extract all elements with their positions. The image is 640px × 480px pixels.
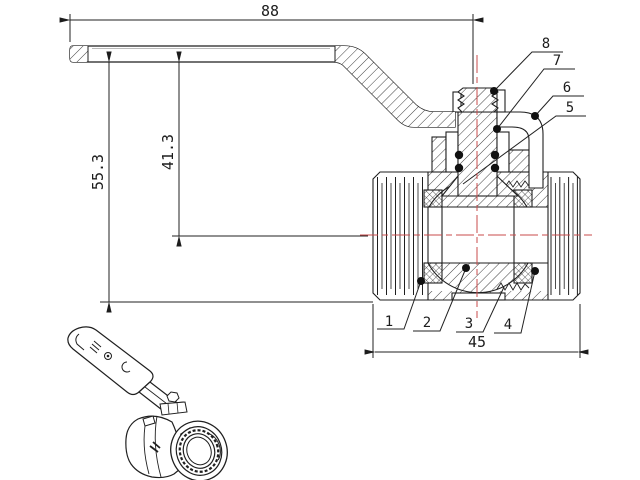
centerlines	[360, 55, 592, 318]
o-ring-dots	[454, 150, 500, 173]
handle-end-hatch	[70, 46, 88, 62]
dimension-handle-to-axis	[172, 51, 368, 247]
leader-2	[413, 267, 467, 332]
callout-dots	[417, 87, 539, 285]
bonnet-collar-left	[431, 136, 447, 173]
leader-4	[494, 270, 536, 334]
dot-4	[531, 267, 539, 275]
leader-3	[456, 286, 505, 333]
bore-lines	[428, 206, 548, 264]
callout-leaders	[377, 51, 586, 334]
left-thread-lines	[377, 177, 423, 295]
callout-8-label: 8	[542, 36, 550, 52]
isometric-view	[67, 326, 228, 480]
callout-4-label: 4	[504, 317, 512, 333]
iso-outlet-port	[170, 420, 228, 480]
stem-nut	[452, 87, 506, 113]
dot-1	[417, 277, 425, 285]
callout-3-label: 3	[465, 316, 473, 332]
dot-7	[493, 125, 501, 133]
dimension-body-length	[364, 304, 589, 358]
leader-1	[377, 280, 422, 330]
leader-7	[496, 68, 575, 130]
leader-8	[493, 51, 563, 92]
iso-body-engraving	[149, 441, 161, 453]
iso-lever	[67, 326, 154, 396]
dimensions	[59, 14, 589, 358]
callout-5-label: 5	[566, 100, 574, 116]
dim-handle-to-axis-label: 41.3	[159, 134, 177, 170]
callout-1-label: 1	[385, 314, 393, 330]
dot-8	[490, 87, 498, 95]
seat-spring-squiggle	[496, 282, 530, 291]
dot-2	[462, 264, 470, 272]
callout-6-label: 6	[563, 80, 571, 96]
iso-lever-endcap	[75, 333, 85, 351]
handle-section	[69, 45, 456, 128]
callout-7-label: 7	[553, 53, 561, 69]
ball-bottom-hatch	[428, 263, 528, 293]
handle-bend-hatch	[335, 46, 455, 127]
dimension-overall-height	[100, 51, 373, 313]
dimension-overall-length	[59, 14, 484, 84]
dot-6	[531, 112, 539, 120]
iso-stop-lug	[142, 415, 156, 427]
seat-rings	[423, 189, 533, 284]
iso-body	[125, 415, 182, 479]
dim-overall-length-label: 88	[261, 2, 279, 20]
callout-2-label: 2	[423, 315, 431, 331]
leader-5	[462, 115, 586, 185]
bonnet-strip-right	[508, 149, 530, 173]
dim-overall-height-label: 55.3	[89, 154, 107, 190]
gland-housing	[496, 111, 544, 189]
iso-lever-engravings	[89, 340, 131, 373]
iso-stem-nut	[159, 391, 188, 416]
bottom-notch	[451, 292, 506, 301]
leader-6	[534, 95, 584, 117]
dim-body-length-label: 45	[468, 333, 486, 351]
right-thread-lines	[550, 177, 578, 295]
